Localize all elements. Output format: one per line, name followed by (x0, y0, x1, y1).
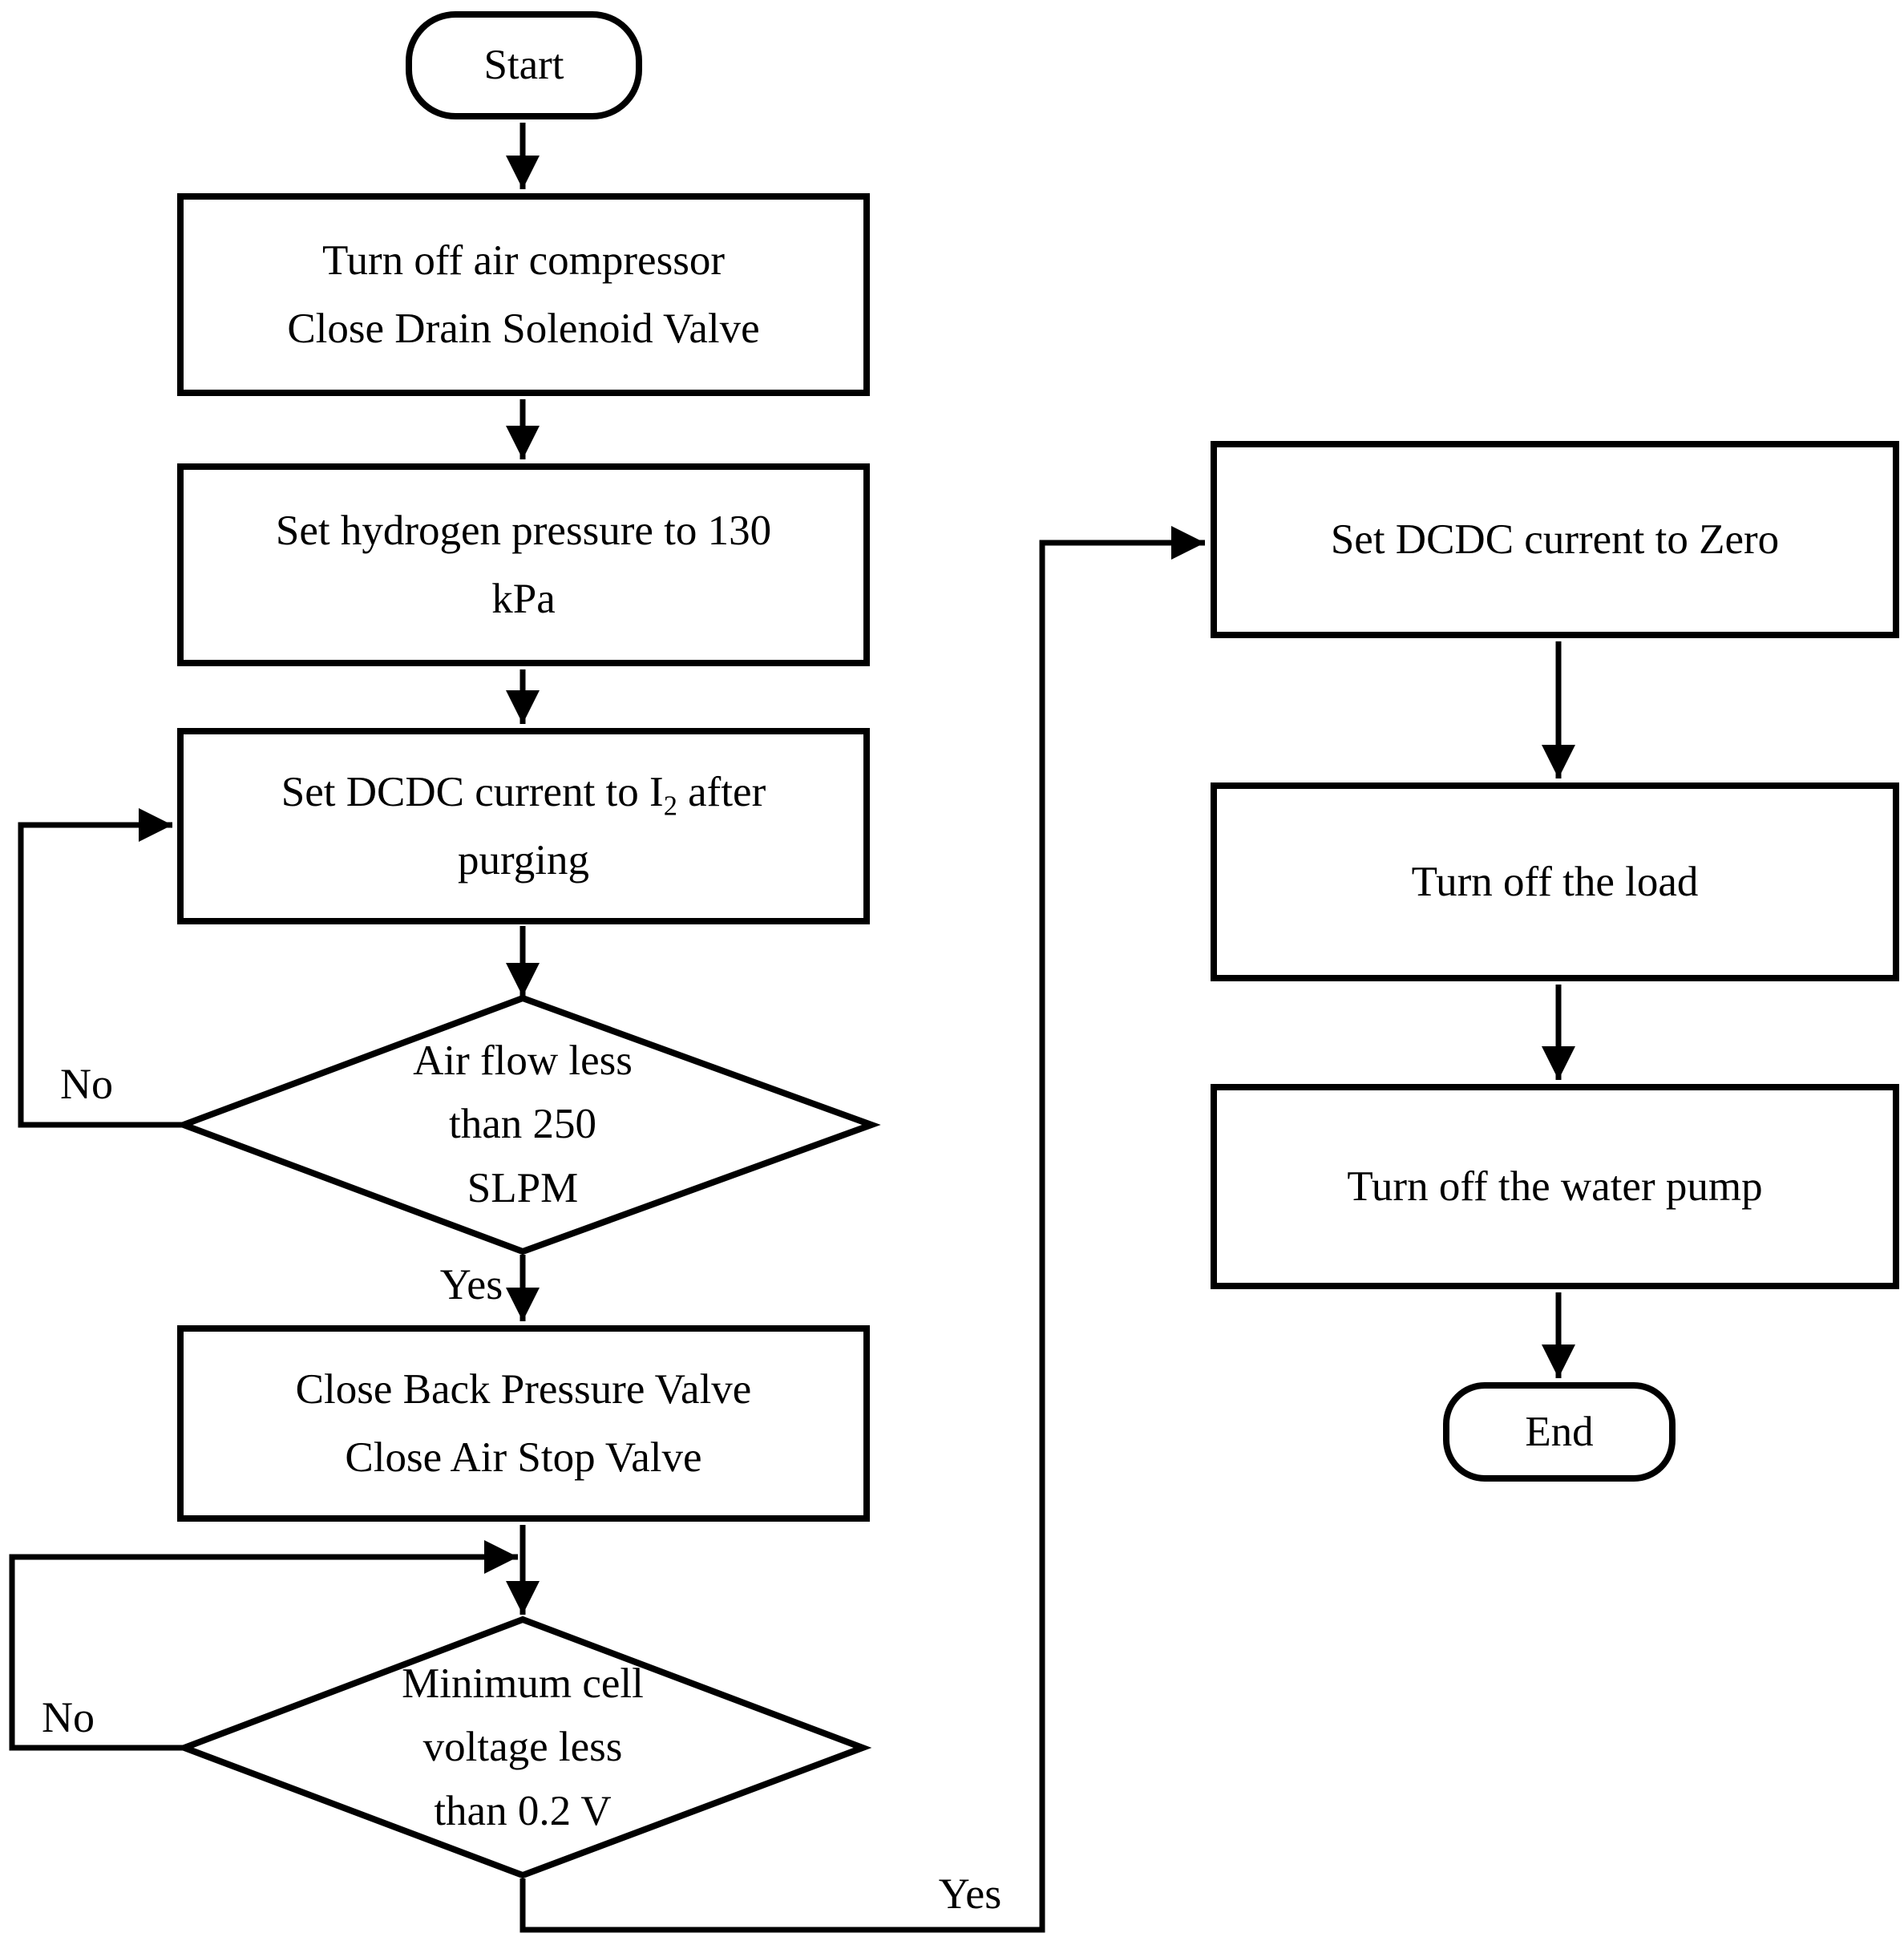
airflow-yes-label: Yes (439, 1260, 503, 1308)
end-label: End (1525, 1408, 1594, 1455)
airflow-no-label: No (60, 1060, 113, 1108)
process-set-dcdc-zero-text: Set DCDC current to Zero (1330, 516, 1780, 563)
process-turn-off-compressor: Turn off air compressor Close Drain Sole… (177, 193, 870, 396)
process-turn-off-pump: Turn off the water pump (1211, 1084, 1899, 1289)
start-node: Start (406, 11, 642, 119)
end-node: End (1443, 1382, 1676, 1482)
process-turn-off-compressor-text: Turn off air compressor Close Drain Sole… (287, 237, 760, 352)
dcdc-i2-line2: purging (458, 836, 589, 884)
voltage-decision-text: Minimum cell voltage less than 0.2 V (402, 1660, 644, 1834)
process-close-valves: Close Back Pressure Valve Close Air Stop… (177, 1325, 870, 1522)
edge-airflow-no-loop (18, 808, 184, 1128)
dcdc-i2-line1-pre: Set DCDC current to I (281, 768, 664, 815)
voltage-no-label: No (42, 1693, 95, 1741)
process-set-dcdc-current-i2: Set DCDC current to I2 after purging (177, 728, 870, 924)
edge-voltage-no-loop (9, 1540, 518, 1751)
process-set-hydrogen-pressure: Set hydrogen pressure to 130 kPa (177, 463, 870, 666)
process-set-dcdc-current-i2-text: Set DCDC current to I2 after purging (281, 758, 766, 895)
voltage-decision-diamond (175, 1615, 872, 1879)
airflow-decision-text: Air flow less than 250 SLPM (413, 1037, 633, 1211)
airflow-decision-diamond (174, 994, 881, 1256)
process-turn-off-load: Turn off the load (1211, 782, 1899, 981)
process-turn-off-load-text: Turn off the load (1411, 858, 1699, 905)
start-label: Start (483, 42, 564, 89)
edge-voltage-yes-to-dcdc-zero (519, 526, 1205, 1933)
process-turn-off-pump-text: Turn off the water pump (1347, 1163, 1763, 1210)
voltage-yes-label: Yes (938, 1870, 1002, 1918)
dcdc-i2-subscript: 2 (663, 791, 677, 822)
process-close-valves-text: Close Back Pressure Valve Close Air Stop… (295, 1365, 752, 1481)
process-set-dcdc-zero: Set DCDC current to Zero (1211, 441, 1899, 638)
dcdc-i2-line1: Set DCDC current to I2 after (281, 758, 766, 827)
dcdc-i2-line1-post: after (677, 768, 766, 815)
process-set-hydrogen-pressure-text: Set hydrogen pressure to 130 kPa (275, 507, 772, 622)
